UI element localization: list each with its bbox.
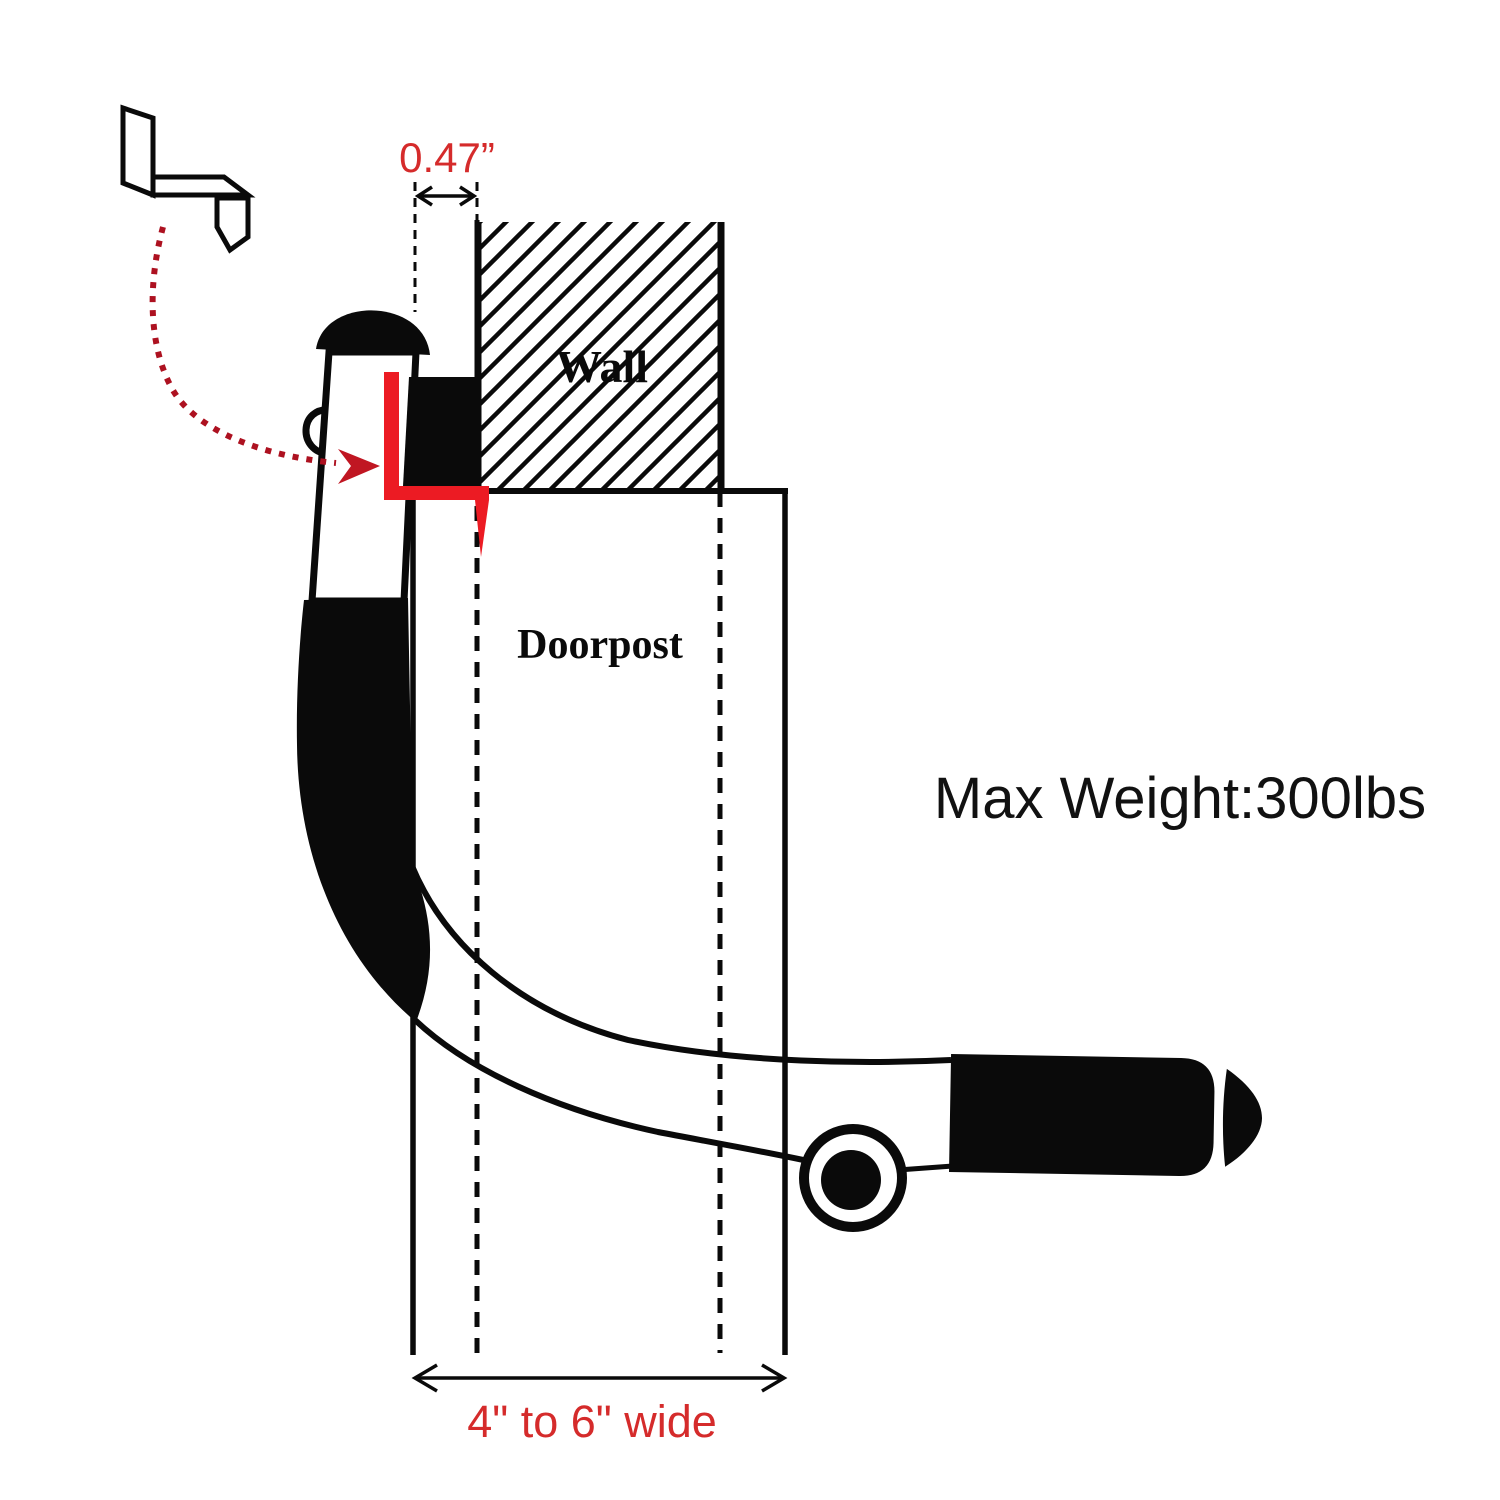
width-dim-arrowhead-left [411, 1363, 438, 1393]
bar-tube-upper-curve [409, 864, 952, 1065]
hook-dome-cap [316, 310, 430, 355]
swivel-ring [799, 1124, 907, 1232]
hook-cylinder-body [308, 348, 420, 605]
handle-end-cap [1222, 1068, 1262, 1167]
clamp-pad [403, 377, 477, 486]
width-dim-arrowhead-right [761, 1363, 788, 1393]
wall-hatch [478, 222, 722, 492]
mounting-bracket-red [384, 372, 489, 557]
handle-assembly [949, 1054, 1262, 1177]
bracket-vertical-arm [384, 372, 399, 499]
gap-dimension: 0.47” [399, 134, 495, 207]
bar-tube-connector [897, 1163, 954, 1173]
bracket-horizontal-arm [384, 486, 489, 500]
dotted-arrowhead [338, 449, 380, 484]
wall-label: Wall [556, 341, 648, 392]
gap-dim-arrowhead-left [414, 185, 433, 207]
doorpost-label: Doorpost [517, 622, 683, 668]
width-dimension-label: 4" to 6" wide [467, 1396, 717, 1447]
bar-tube [409, 864, 954, 1173]
wall-region: Wall [474, 222, 788, 494]
width-dimension: 4" to 6" wide [411, 1363, 788, 1447]
foam-pad-arm [296, 598, 431, 1022]
bracket-icon-left-plate [120, 104, 156, 199]
dotted-arrow-icon [149, 226, 380, 484]
bar-tube-lower-curve [412, 1017, 809, 1164]
bracket-spike [475, 500, 489, 557]
max-weight-label: Max Weight:300lbs [934, 766, 1426, 831]
gap-dimension-label: 0.47” [399, 134, 495, 181]
handle-grip [949, 1054, 1215, 1177]
gap-dim-arrowhead-right [459, 185, 478, 207]
bracket-icon-hook [214, 195, 251, 254]
bracket-icon-top-face [150, 174, 256, 198]
dotted-arrow-curve [149, 226, 337, 466]
bracket-3d-icon [120, 104, 256, 254]
swivel-ring-inner [821, 1150, 881, 1210]
